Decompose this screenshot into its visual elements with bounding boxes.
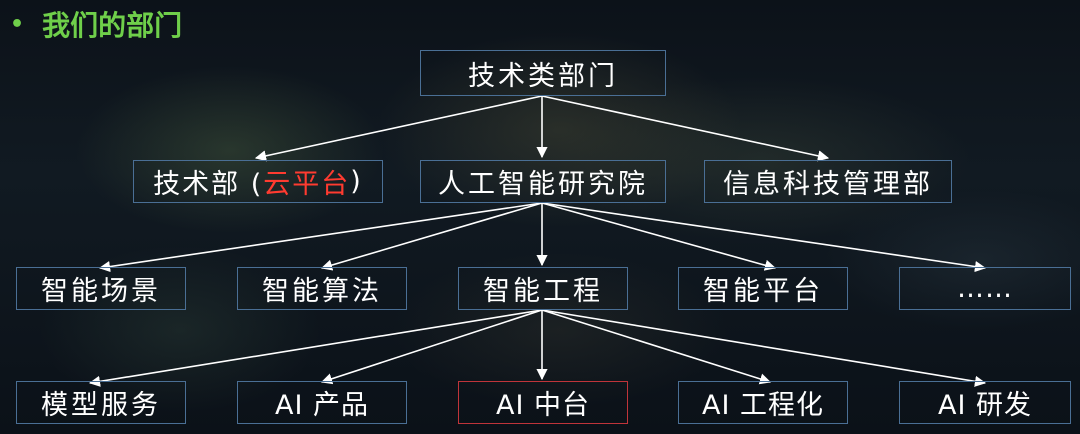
node-label: 模型服务 [41, 390, 161, 421]
arrow-eng-to-model [88, 309, 543, 387]
arrow-root-to-tech-dept [254, 95, 543, 162]
arrow-eng-to-engineering [541, 309, 772, 385]
page-title: 我们的部门 [42, 9, 183, 42]
node-label: 智能平台 [703, 276, 823, 307]
node-label: AI 中台 [495, 390, 590, 421]
node-label: 智能算法 [262, 276, 382, 307]
arrow-root-to-info-mgmt [541, 95, 830, 162]
node-tech-departments: 技术类部门 [420, 50, 666, 96]
node-label: AI 研发 [937, 390, 1032, 421]
node-tech-dept-cloud: 技术部 (云平台) [133, 160, 383, 203]
node-label: 技术类部门 [468, 60, 618, 92]
arrow-ai-to-algo [320, 202, 543, 271]
node-ai-institute: 人工智能研究院 [420, 160, 666, 203]
node-label: 智能场景 [41, 276, 161, 307]
node-smart-platform: 智能平台 [678, 267, 848, 310]
node-ai-product: AI 产品 [237, 381, 407, 424]
node-label-suffix: ) [350, 166, 363, 197]
node-more: …… [899, 267, 1071, 310]
node-ai-rd: AI 研发 [899, 381, 1071, 424]
node-ai-engineering: AI 工程化 [678, 381, 848, 424]
arrow-ai-to-scene [98, 202, 543, 273]
node-label: AI 产品 [274, 390, 369, 421]
node-label-prefix: 技术部 ( [153, 169, 264, 200]
node-label: …… [957, 273, 1013, 304]
arrow-ai-to-platform [541, 202, 777, 271]
node-smart-algorithms: 智能算法 [237, 267, 407, 310]
node-model-service: 模型服务 [16, 381, 186, 424]
node-smart-scenarios: 智能场景 [16, 267, 186, 310]
node-label-accent: 云平台 [263, 169, 351, 200]
arrow-eng-to-rd [541, 309, 987, 387]
node-ai-middle-platform: AI 中台 [458, 381, 628, 424]
section-heading: • 我们的部门 [10, 4, 182, 44]
node-label: AI 工程化 [701, 390, 824, 421]
arrow-eng-to-product [320, 309, 543, 385]
node-info-tech-mgmt: 信息科技管理部 [704, 160, 952, 203]
node-label: 信息科技管理部 [723, 169, 933, 200]
node-label: 人工智能研究院 [438, 169, 648, 200]
node-label: 智能工程 [483, 276, 603, 307]
arrow-ai-to-more [541, 202, 987, 273]
bullet-icon: • [10, 11, 25, 37]
node-smart-engineering: 智能工程 [458, 267, 628, 310]
